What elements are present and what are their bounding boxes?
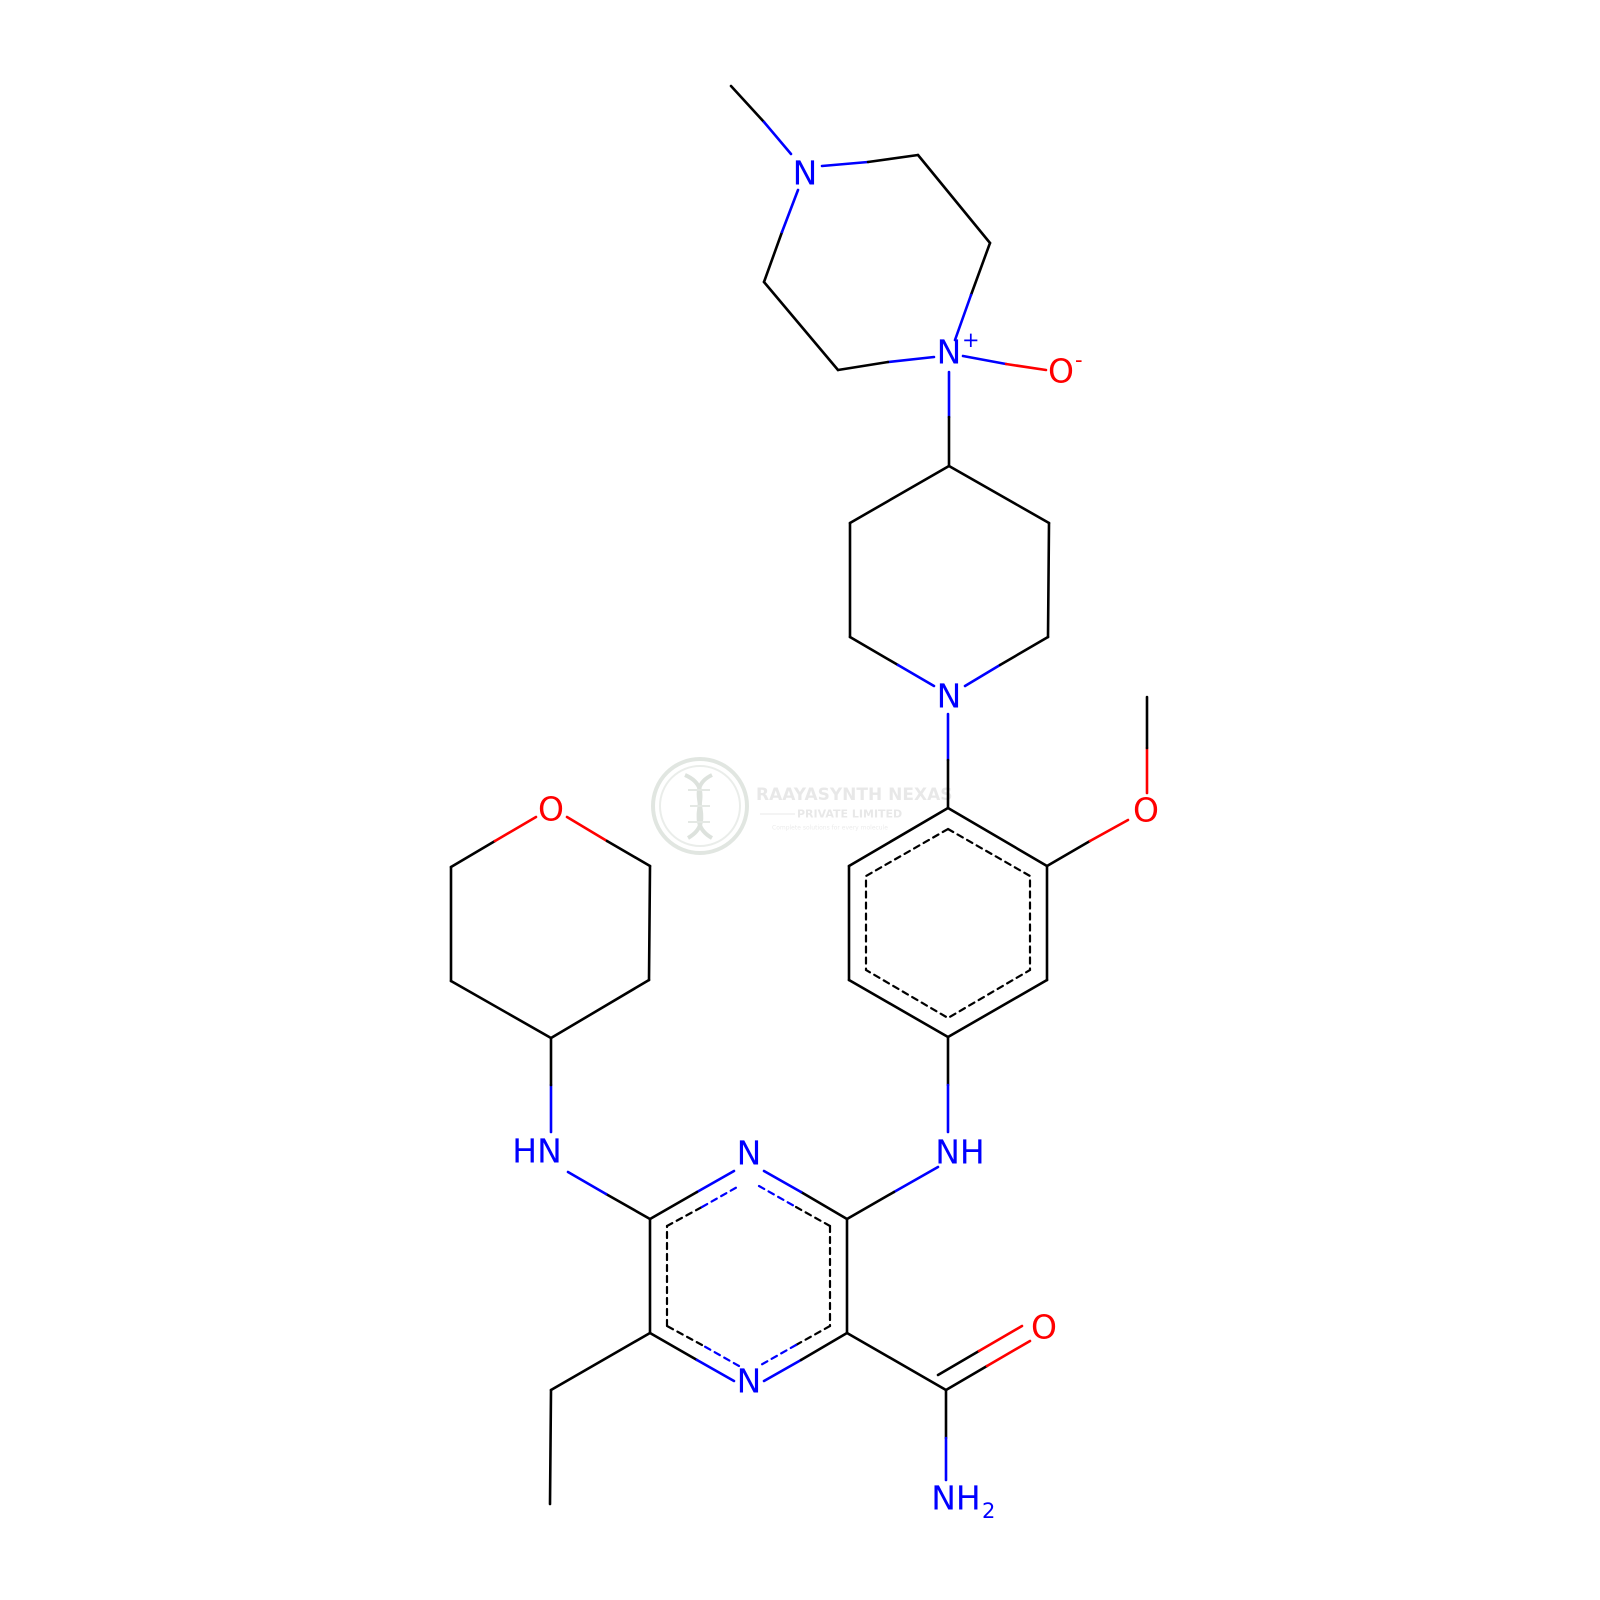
watermark-subtitle: PRIVATE LIMITED bbox=[797, 808, 902, 821]
watermark-tagline: Complete solutions for every molecule bbox=[772, 825, 888, 832]
atom-nh-aryl: NH bbox=[935, 1133, 985, 1172]
atom-n-oxide: N bbox=[937, 333, 962, 372]
atom-labels: N N + O - N O O NH HN N N O NH 2 bbox=[512, 154, 1159, 1524]
company-watermark: RAAYASYNTH NEXAS PRIVATE LIMITED Complet… bbox=[651, 757, 953, 855]
atom-n-pyrazine-bottom: N bbox=[737, 1362, 762, 1401]
charge-positive: + bbox=[962, 328, 980, 352]
atom-n-piperidine: N bbox=[937, 677, 962, 716]
atom-o-methoxy: O bbox=[1133, 791, 1159, 830]
bonds bbox=[449, 84, 1149, 1506]
atom-n-methyl: N bbox=[793, 154, 818, 193]
atom-o-oxide: O bbox=[1048, 352, 1074, 391]
atom-n-pyrazine-top: N bbox=[737, 1134, 762, 1173]
atom-o-carbonyl: O bbox=[1031, 1308, 1057, 1347]
watermark-title: RAAYASYNTH NEXAS bbox=[756, 785, 953, 805]
dna-logo-icon bbox=[651, 757, 749, 855]
nh2-subscript: 2 bbox=[982, 1499, 995, 1523]
atom-hn-oxane: HN bbox=[512, 1132, 562, 1171]
charge-negative: - bbox=[1075, 348, 1083, 372]
atom-o-oxane: O bbox=[538, 790, 564, 829]
atom-nh2: NH bbox=[931, 1479, 981, 1518]
